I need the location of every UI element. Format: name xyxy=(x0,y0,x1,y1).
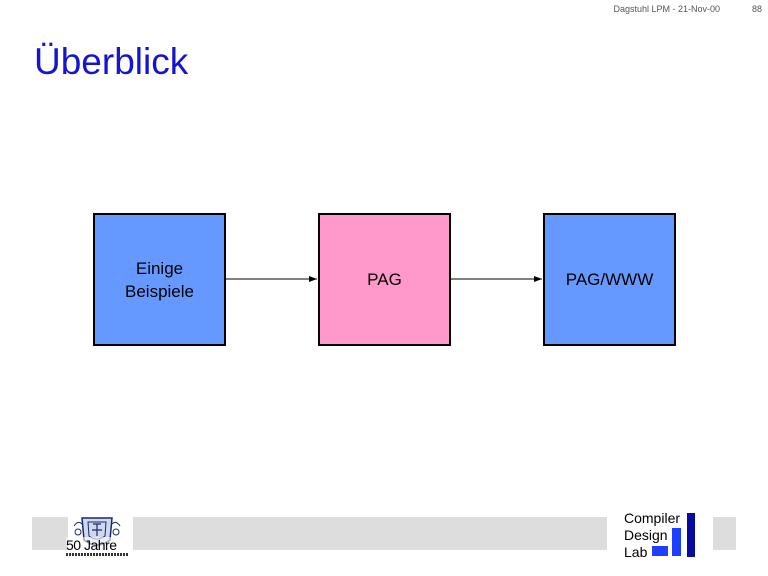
footer-bar-left xyxy=(32,517,68,550)
diagram-box-pag: PAG xyxy=(318,213,451,346)
diagram-box-pag-www: PAG/WWW xyxy=(543,213,676,346)
logo-bar-small xyxy=(652,546,668,556)
diagram-box-label: Einige Beispiele xyxy=(125,258,194,301)
logo-line-lab: Lab xyxy=(624,544,648,560)
slide-title: Überblick xyxy=(34,41,189,82)
anniversary-seal-label: 50 Jahre xyxy=(66,537,117,553)
page-number: 88 xyxy=(751,4,762,14)
logo-bar-mid xyxy=(672,528,681,556)
diagram-box-label: PAG/WWW xyxy=(565,270,654,289)
logo-line-design: Design xyxy=(624,527,668,543)
seal-caption-lines xyxy=(66,553,128,556)
diagram-box-beispiele: Einige Beispiele xyxy=(93,213,226,346)
footer-bar-right xyxy=(713,517,736,550)
anniversary-seal-text: 50 Jahre xyxy=(66,537,117,553)
footer-bar-middle xyxy=(133,517,607,550)
logo-line-compiler: Compiler xyxy=(624,510,681,526)
header-date-label: Dagstuhl LPM - 21-Nov-00 xyxy=(613,4,720,14)
logo-bar-tall xyxy=(687,513,695,557)
diagram-box-label: PAG xyxy=(367,270,402,289)
compiler-design-lab-logo: Compiler Design Lab xyxy=(624,510,680,561)
